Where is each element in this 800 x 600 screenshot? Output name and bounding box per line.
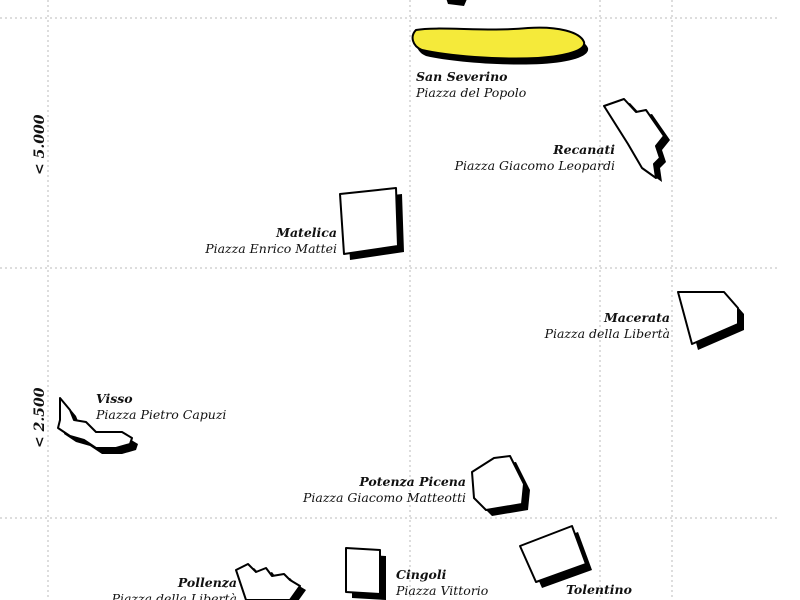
town-name: Cingoli bbox=[396, 567, 447, 582]
square-outline-top-partial bbox=[446, 0, 467, 6]
town-name: Potenza Picena bbox=[359, 474, 466, 489]
square-name: Piazza Giacomo Matteotti bbox=[302, 490, 466, 505]
square-shape-macerata bbox=[677, 291, 744, 350]
square-name: Piazza Vittorio bbox=[396, 583, 489, 598]
square-name: Piazza Pietro Capuzi bbox=[96, 407, 227, 422]
square-shape-cingoli bbox=[345, 547, 386, 600]
town-name: Matelica bbox=[276, 225, 337, 240]
square-shape-potenza-picena bbox=[471, 455, 530, 516]
square-name: Piazza del Popolo bbox=[416, 85, 527, 100]
square-shape-pollenza bbox=[235, 563, 306, 600]
square-shape-tolentino bbox=[519, 525, 592, 588]
square-shape-san-severino bbox=[411, 26, 589, 65]
axis-label-2500: < 2.500 bbox=[32, 387, 48, 448]
axis-label-5000: < 5.000 bbox=[32, 114, 48, 175]
square-shape-visso bbox=[57, 397, 138, 454]
label-cingoli: Cingoli Piazza Vittorio bbox=[396, 567, 488, 599]
square-shape-recanati bbox=[603, 98, 670, 182]
town-name: Macerata bbox=[603, 310, 670, 325]
label-visso: Visso Piazza Pietro Capuzi bbox=[96, 391, 226, 423]
town-name: San Severino bbox=[416, 69, 508, 84]
label-potenza-picena: Potenza Picena Piazza Giacomo Matteotti bbox=[303, 474, 466, 506]
label-recanati: Recanati Piazza Giacomo Leopardi bbox=[455, 142, 615, 174]
town-name: Tolentino bbox=[566, 582, 632, 597]
town-name: Recanati bbox=[553, 142, 615, 157]
label-macerata: Macerata Piazza della Libertà bbox=[545, 310, 670, 342]
label-pollenza: Pollenza Piazza della Libertà bbox=[112, 575, 237, 600]
square-name: Piazza Enrico Mattei bbox=[205, 241, 337, 256]
label-san-severino: San Severino Piazza del Popolo bbox=[416, 69, 526, 101]
square-shape-matelica bbox=[339, 187, 404, 260]
label-tolentino: Tolentino bbox=[566, 582, 632, 598]
square-name: Piazza della Libertà bbox=[544, 326, 670, 341]
square-name: Piazza Giacomo Leopardi bbox=[454, 158, 615, 173]
label-matelica: Matelica Piazza Enrico Mattei bbox=[205, 225, 337, 257]
town-name: Pollenza bbox=[177, 575, 237, 590]
square-name: Piazza della Libertà bbox=[111, 591, 237, 600]
town-name: Visso bbox=[96, 391, 133, 406]
